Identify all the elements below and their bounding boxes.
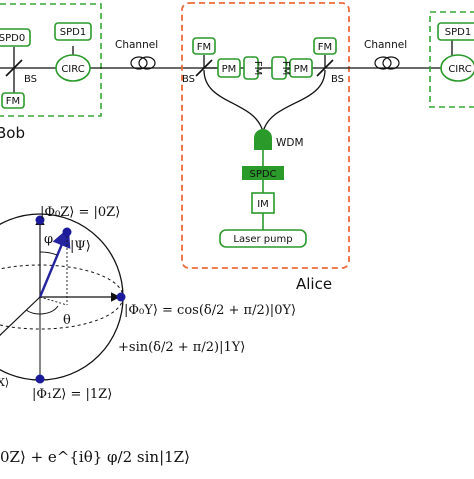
alice-bs-right [316, 59, 334, 77]
fm-rotated-box-2 [271, 56, 287, 80]
bloch-sphere: φ θ |Ψ⟩ |Φ₀Z⟩ = |0Z⟩ |Φ₀Y⟩ = cos(δ/2 + π… [0, 205, 296, 466]
right-circ-label: CIRC [448, 64, 471, 75]
psi-vector [38, 227, 71, 298]
wdm-label: WDM [276, 137, 304, 149]
phi1z-equation: |Φ₁Z⟩ = |1Z⟩ [32, 387, 112, 402]
bob-module: BS SPD0 SPD1 CIRC FM Bob [0, 3, 120, 142]
right-spd1-box [437, 22, 474, 41]
bob-beam-splitter [5, 59, 23, 77]
fiber-curve-right [262, 69, 326, 133]
psi-label: |Ψ⟩ [70, 239, 91, 254]
laser-pump-label: Laser pump [233, 234, 292, 245]
alice-bs-left-label: BS [182, 74, 195, 85]
sin-term-equation: +sin(δ/2 + π/2)|1Y⟩ [118, 340, 245, 355]
bob-dashed-border [0, 3, 102, 117]
bob-fm-label: FM [6, 96, 20, 107]
pole-dot-bottom [35, 374, 45, 384]
alice-dashed-border [181, 2, 350, 269]
laser-pump-box [219, 229, 307, 248]
alice-fm-right-label: FM [318, 42, 332, 53]
fiber-coil-right-2 [382, 56, 400, 70]
alice-fm-right-box [313, 37, 337, 55]
fm-rotated-label-1: FM [252, 61, 263, 75]
phi0z-equation: |Φ₀Z⟩ = |0Z⟩ [40, 205, 120, 220]
fiber-coil-left-2 [138, 56, 156, 70]
bob-label: Bob [0, 124, 25, 142]
alice-bs-left [195, 59, 213, 77]
pm-label-1: PM [222, 64, 237, 75]
phi0y-equation: |Φ₀Y⟩ = cos(δ/2 + π/2)|0Y⟩ [124, 303, 296, 318]
alice-module: BS BS FM FM PM PM FM FM WDM SPDC IM [181, 2, 350, 293]
wdm-block [254, 129, 272, 150]
bob-bs-label: BS [24, 74, 37, 85]
spd0-box [0, 28, 31, 47]
fiber-curve-left [203, 69, 264, 133]
bob-fm-box [1, 92, 25, 109]
right-spd1-label: SPD1 [445, 27, 471, 38]
alice-fm-left-box [192, 37, 216, 55]
channel-left: Channel [115, 39, 192, 70]
fm-rotated-label-2: FM [280, 61, 291, 75]
spd1-label: SPD1 [60, 27, 86, 38]
right-circulator [440, 54, 474, 82]
alice-bs-right-label: BS [331, 74, 344, 85]
pole-dot-top [35, 215, 45, 225]
circulator [55, 54, 91, 82]
right-dashed-border [429, 11, 474, 108]
phi-angle-label: φ [44, 232, 53, 247]
spdc-label: SPDC [249, 169, 276, 180]
spd1-box [54, 22, 92, 41]
im-label: IM [257, 199, 269, 210]
channel-right-label: Channel [364, 39, 407, 51]
fiber-coil-left-1 [130, 56, 148, 70]
x-partial-label: X⟩ [0, 376, 9, 389]
fm-rotated-box-1 [243, 56, 259, 80]
pm-box-1 [217, 58, 241, 78]
channel-left-label: Channel [115, 39, 158, 51]
spdc-block [242, 166, 284, 180]
equator-dot-right [116, 292, 126, 302]
spd0-label: SPD0 [0, 33, 25, 44]
alice-fm-left-label: FM [197, 42, 211, 53]
right-receiver-partial: SPD1 CIRC [429, 11, 474, 108]
theta-angle-label: θ [63, 313, 71, 328]
pm-box-2 [289, 58, 313, 78]
psi-dot [62, 227, 72, 237]
fiber-coil-right-1 [374, 56, 392, 70]
pm-label-2: PM [294, 64, 309, 75]
alice-label: Alice [296, 275, 332, 293]
circ-label: CIRC [61, 64, 84, 75]
bottom-state-equation: 0Z⟩ + e^{iθ} φ/2 sin|1Z⟩ [0, 448, 190, 466]
